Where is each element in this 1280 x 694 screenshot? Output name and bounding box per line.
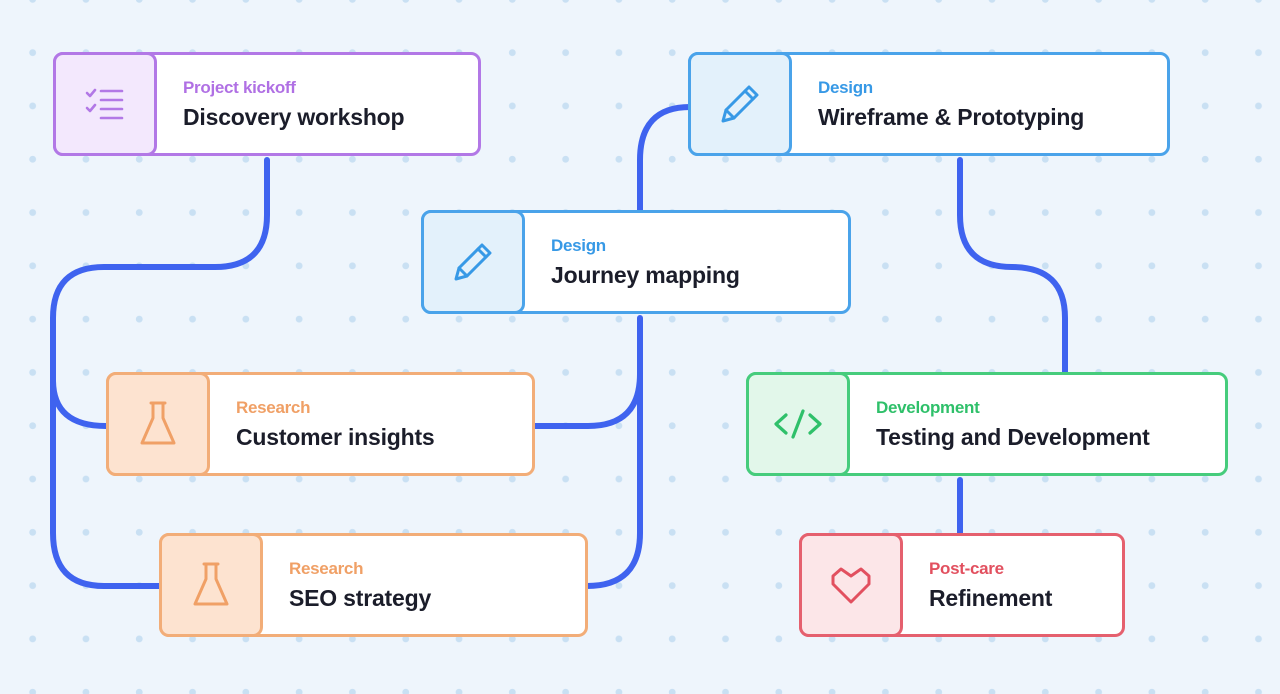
- node-title: Journey mapping: [551, 261, 740, 288]
- node-category: Research: [236, 397, 311, 417]
- connector-customer-left: [50, 377, 109, 429]
- node-category: Post-care: [929, 558, 1004, 578]
- icon-box-discovery: [53, 52, 157, 156]
- connector-wireframe-testing: [957, 157, 1068, 376]
- pencil-icon: [721, 85, 759, 123]
- node-title: Testing and Development: [876, 423, 1150, 450]
- connector-seo-right: [584, 371, 643, 589]
- icon-box-customer: [106, 372, 210, 476]
- node-title: SEO strategy: [289, 584, 432, 611]
- node-discovery-workshop[interactable]: Project kickoff Discovery workshop: [53, 52, 481, 156]
- node-title: Discovery workshop: [183, 103, 405, 130]
- pencil-icon: [454, 243, 492, 281]
- node-title: Wireframe & Prototyping: [818, 103, 1085, 130]
- node-category: Project kickoff: [183, 77, 296, 97]
- node-category: Design: [551, 235, 606, 255]
- icon-box-refinement: [799, 533, 903, 637]
- connector-customer-right: [530, 315, 643, 429]
- node-seo-strategy[interactable]: Research SEO strategy: [159, 533, 588, 637]
- connector-journey-wireframe: [637, 104, 693, 214]
- icon-box-wireframe: [688, 52, 792, 156]
- flask-icon: [140, 401, 176, 445]
- icon-box-journey: [421, 210, 525, 314]
- node-journey-mapping[interactable]: Design Journey mapping: [421, 210, 851, 314]
- node-title: Refinement: [929, 584, 1053, 611]
- icon-box-seo: [159, 533, 263, 637]
- node-category: Development: [876, 397, 980, 417]
- flask-icon: [193, 562, 229, 606]
- heart-icon: [831, 567, 871, 604]
- node-title: Customer insights: [236, 423, 435, 450]
- node-category: Research: [289, 558, 364, 578]
- checklist-icon: [85, 88, 124, 120]
- connector-discovery: [50, 157, 270, 589]
- node-customer-insights[interactable]: Research Customer insights: [106, 372, 535, 476]
- node-category: Design: [818, 77, 873, 97]
- node-testing-development[interactable]: Development Testing and Development: [746, 372, 1228, 476]
- icon-box-testing: [746, 372, 850, 476]
- node-refinement[interactable]: Post-care Refinement: [799, 533, 1125, 637]
- code-icon: [774, 409, 822, 439]
- node-wireframe-prototyping[interactable]: Design Wireframe & Prototyping: [688, 52, 1170, 156]
